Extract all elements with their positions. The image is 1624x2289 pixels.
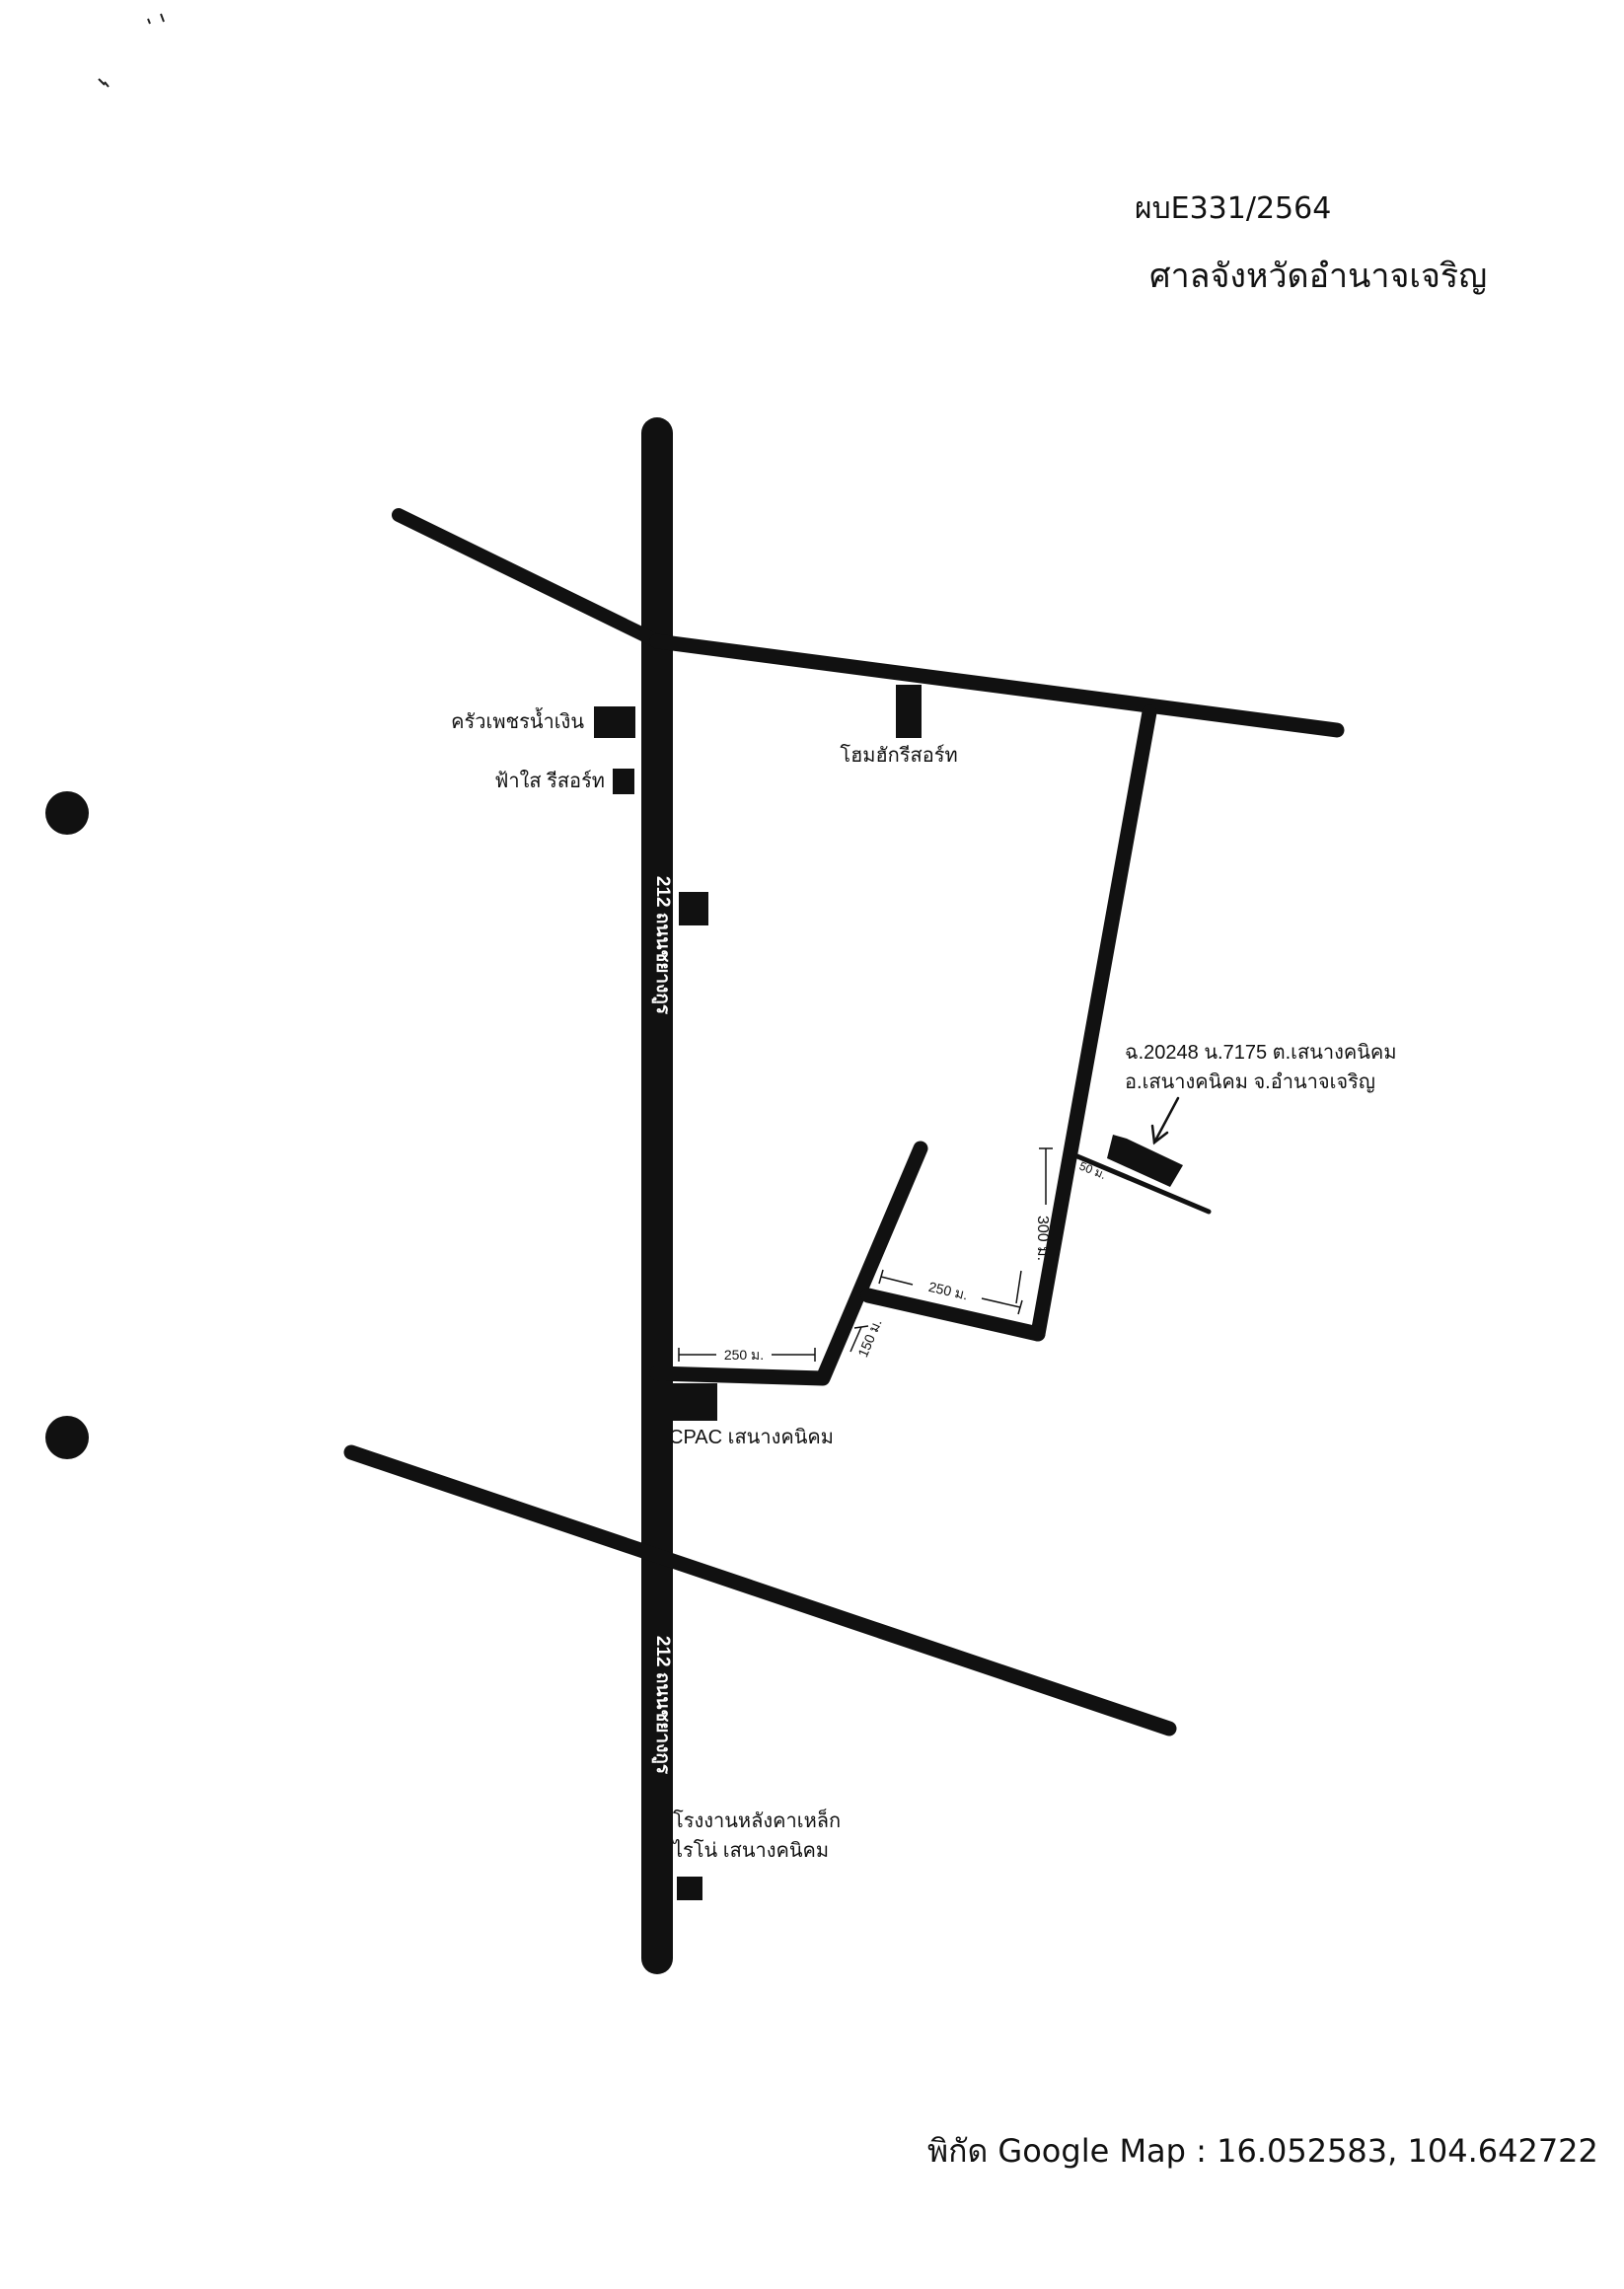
spur-road <box>1074 1153 1212 1215</box>
distance-label-middle-road: 250 ม. <box>927 1279 970 1303</box>
cpac-label: CPAC เสนางคนิคม <box>669 1427 834 1448</box>
home-hug-resort-marker <box>896 685 922 738</box>
highway-label-south: 212 ถนนชยางกูร <box>651 1636 673 1775</box>
north-road <box>649 633 1345 738</box>
punch-hole-top <box>45 791 89 835</box>
restaurant-marker <box>594 706 635 738</box>
property-plot-marker <box>1107 1135 1183 1187</box>
distance-label-spur: 50 ม. <box>1077 1159 1108 1182</box>
dimension-diagonal <box>849 1325 869 1353</box>
dimension-middle-road <box>878 1269 1023 1315</box>
home-hug-resort-label: โฮมฮักรีสอร์ท <box>840 744 957 767</box>
court-name: ศาลจังหวัดอำนาจเจริญ <box>1149 257 1488 296</box>
factory-marker <box>677 1877 702 1900</box>
property-label-line1: ฉ.20248 น.7175 ต.เสนางคนิคม <box>1125 1042 1397 1064</box>
property-pointer-arrow <box>1150 1096 1180 1145</box>
fahsai-resort-marker <box>613 769 634 794</box>
distance-label-cpac-road: 250 ม. <box>724 1347 764 1363</box>
cpac-access-road <box>649 1141 928 1386</box>
google-map-coordinates: พิกัด Google Map : 16.052583, 104.642722 <box>927 2132 1598 2170</box>
cpac-marker <box>672 1383 717 1421</box>
unnamed-building-marker <box>679 892 708 925</box>
middle-road <box>860 1288 1046 1342</box>
restaurant-label: ครัวเพชรน้ำเงิน <box>451 707 584 733</box>
factory-label-line2: ไรโน่ เสนางคนิคม <box>671 1839 829 1862</box>
fahsai-resort-label: ฟ้าใส รีสอร์ท <box>494 770 605 792</box>
scan-marks <box>98 13 165 88</box>
highway-label-north: 212 ถนนชยางกูร <box>651 876 673 1015</box>
dimension-cpac-road <box>678 1348 816 1362</box>
punch-hole-bottom <box>45 1416 89 1459</box>
northwest-road <box>392 508 664 648</box>
factory-label-line1: โรงงานหลังคาเหล็ก <box>673 1808 841 1832</box>
property-label-line2: อ.เสนางคนิคม จ.อำนาจเจริญ <box>1125 1071 1375 1093</box>
distance-label-diagonal: 150 ม. <box>854 1316 885 1359</box>
case-number: ผบE331/2564 <box>1135 191 1332 226</box>
south-road <box>343 1444 1177 1736</box>
dimension-east-road <box>1015 1147 1053 1304</box>
east-access-road <box>1030 704 1157 1342</box>
distance-label-east-road: 300 ม. <box>1034 1216 1051 1261</box>
